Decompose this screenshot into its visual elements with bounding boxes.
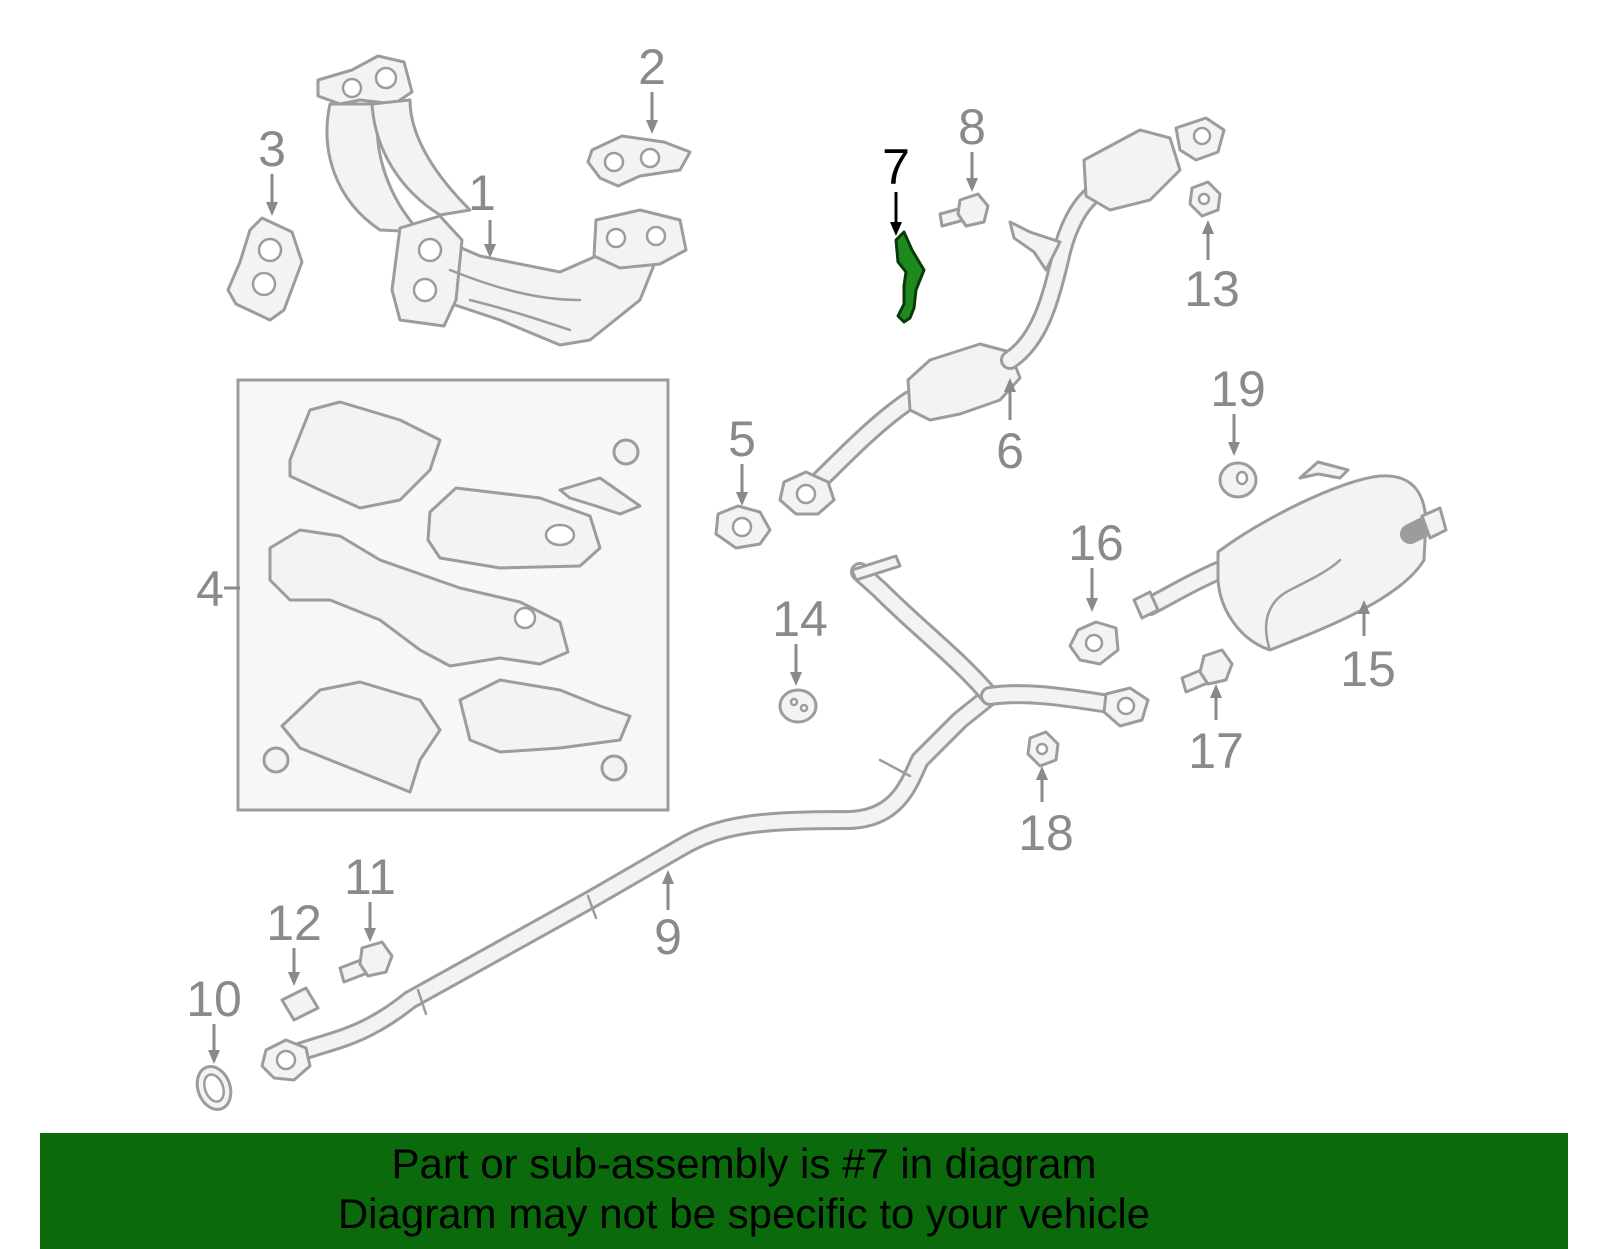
- part-1-exhaust-manifold[interactable]: [316, 54, 688, 347]
- part-10-gasket-ring[interactable]: [191, 1062, 236, 1114]
- part-3-gasket[interactable]: [226, 216, 304, 322]
- callout-8[interactable]: 8: [958, 99, 986, 155]
- callout-7[interactable]: 7: [882, 139, 910, 195]
- part-9-center-pipe[interactable]: [260, 554, 1150, 1082]
- part-17-bolt[interactable]: [1180, 648, 1234, 694]
- callout-16[interactable]: 16: [1068, 515, 1124, 571]
- callout-1[interactable]: 1: [468, 165, 496, 221]
- part-14-rubber-hanger[interactable]: [778, 688, 818, 724]
- part-16-gasket[interactable]: [1068, 620, 1120, 666]
- part-19-rubber-hanger[interactable]: [1218, 461, 1258, 499]
- part-7-bracket-highlighted[interactable]: [894, 230, 926, 324]
- callout-11[interactable]: 11: [344, 849, 396, 905]
- info-banner: Part or sub-assembly is #7 in diagram Di…: [40, 1133, 1568, 1249]
- callout-19[interactable]: 19: [1210, 361, 1266, 417]
- callout-13[interactable]: 13: [1184, 261, 1240, 317]
- part-5-gasket[interactable]: [714, 504, 772, 550]
- callout-10[interactable]: 10: [186, 971, 242, 1027]
- part-13-nut[interactable]: [1188, 180, 1222, 218]
- callout-2[interactable]: 2: [638, 39, 666, 95]
- callouts: 1 2 3 4 5 6 7 8 9 10 11 12 13: [186, 39, 1396, 1064]
- callout-14[interactable]: 14: [772, 591, 828, 647]
- callout-9[interactable]: 9: [654, 909, 682, 965]
- callout-6[interactable]: 6: [996, 423, 1024, 479]
- callout-5[interactable]: 5: [728, 411, 756, 467]
- callout-4[interactable]: 4: [196, 561, 224, 617]
- callout-17[interactable]: 17: [1188, 723, 1244, 779]
- banner-line-2: Diagram may not be specific to your vehi…: [337, 1190, 1151, 1237]
- part-8-bolt[interactable]: [938, 192, 990, 228]
- part-4-heat-shield-kit[interactable]: [236, 378, 670, 812]
- banner-line-1: Part or sub-assembly is #7 in diagram: [391, 1140, 1097, 1187]
- part-6-front-pipe-catalytic-converter[interactable]: [778, 116, 1226, 516]
- callout-15[interactable]: 15: [1340, 641, 1396, 697]
- callout-12[interactable]: 12: [266, 895, 322, 951]
- callout-18[interactable]: 18: [1018, 805, 1074, 861]
- part-18-nut[interactable]: [1026, 730, 1060, 768]
- part-2-gasket[interactable]: [586, 134, 692, 188]
- part-11-bolt[interactable]: [338, 940, 394, 984]
- part-15-muffler[interactable]: [1132, 460, 1448, 652]
- callout-3[interactable]: 3: [258, 121, 286, 177]
- part-12-stud[interactable]: [280, 986, 320, 1022]
